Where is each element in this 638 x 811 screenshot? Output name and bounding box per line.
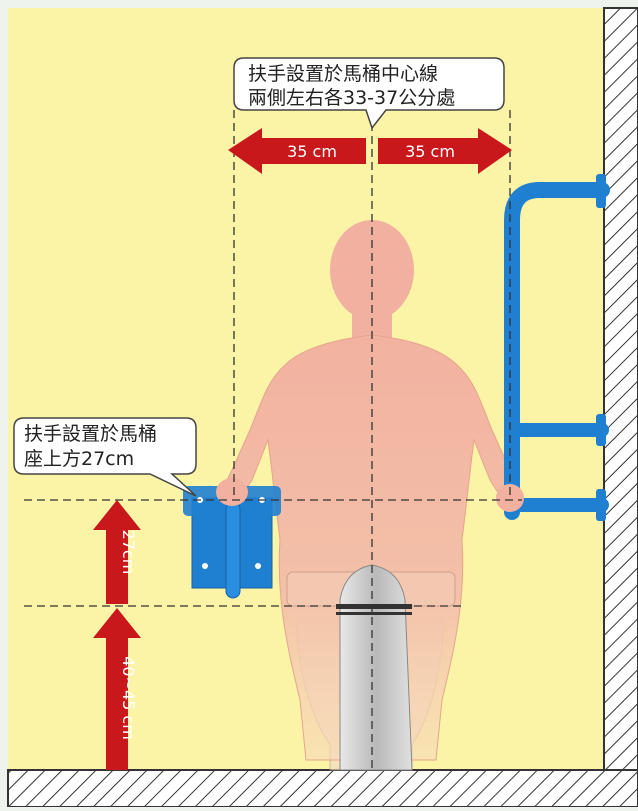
floor-hatch — [7, 769, 638, 808]
lower-height-arrow: 40~45 cm — [93, 608, 141, 770]
left-hand — [216, 478, 248, 506]
upper-height-arrow: 27cm — [93, 500, 141, 604]
right-hand — [496, 484, 524, 512]
top-callout-line2: 兩側左右各33-37公分處 — [248, 87, 455, 109]
left-callout: 扶手設置於馬桶 座上方27cm — [13, 417, 197, 497]
rail-mounts — [596, 174, 606, 521]
toilet-seat — [286, 564, 456, 771]
left-callout-line1: 扶手設置於馬桶 — [24, 423, 157, 445]
seated-person-silhouette — [221, 220, 521, 761]
left-width-arrow: 35 cm — [228, 128, 366, 174]
left-callout-line2: 座上方27cm — [24, 448, 134, 470]
top-callout-line1: 扶手設置於馬桶中心線 — [248, 63, 438, 85]
right-wall-rail — [504, 182, 610, 520]
right-width-arrow: 35 cm — [378, 128, 512, 174]
top-callout: 扶手設置於馬桶中心線 兩側左右各33-37公分處 — [233, 57, 505, 130]
right-width-label: 35 cm — [405, 142, 455, 161]
guide-lines — [24, 110, 522, 770]
left-width-label: 35 cm — [287, 142, 337, 161]
upper-height-label: 27cm — [119, 530, 138, 575]
right-wall-hatch — [603, 7, 638, 808]
lower-height-label: 40~45 cm — [119, 656, 138, 740]
